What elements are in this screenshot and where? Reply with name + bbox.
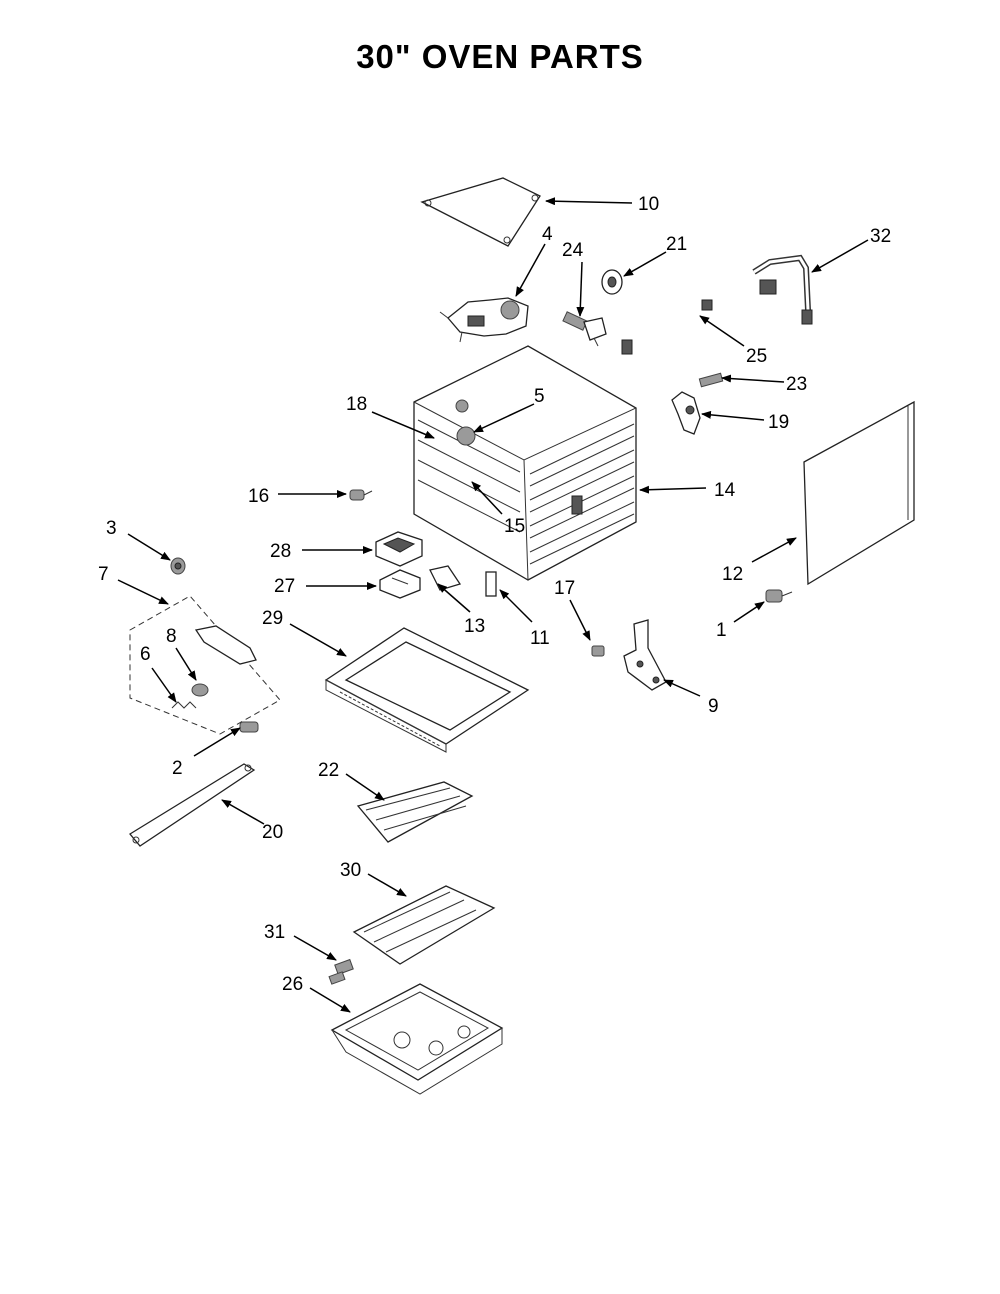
callout-23: 23 [786,374,807,395]
callout-29: 29 [262,608,283,629]
callout-25: 25 [746,346,767,367]
part-14-oven-cavity [413,345,637,581]
callout-16: 16 [248,486,269,507]
callout-30: 30 [340,860,361,881]
page-title: 30" OVEN PARTS [356,38,644,75]
callout-28: 28 [270,541,291,562]
part-7-back-panel [129,595,281,735]
part-28-box [375,531,423,567]
part-17-screw [591,645,605,657]
callout-11: 11 [530,628,550,649]
part-19-bracket [671,391,701,435]
callout-19: 19 [768,412,789,433]
callout-3: 3 [106,518,117,539]
part-1-screw [765,589,793,603]
callout-4: 4 [542,224,553,245]
part-9-hinge [623,619,667,691]
part-6-spring [171,701,197,709]
callout-6: 6 [140,644,151,665]
callout-7: 7 [98,564,109,585]
callout-12: 12 [722,564,743,585]
callout-5: 5 [534,386,545,407]
callout-1: 1 [716,620,727,641]
callout-8: 8 [166,626,177,647]
callout-13: 13 [464,616,485,637]
callout-31: 31 [264,922,285,943]
part-30-broil-burner [352,885,496,965]
callout-15: 15 [504,516,525,537]
part-2-screw [239,721,259,733]
callout-18: 18 [346,394,367,415]
callout-26: 26 [282,974,303,995]
part-13-bracket [429,565,462,591]
callout-21: 21 [666,234,687,255]
part-27-block [379,569,421,599]
part-29-tray [324,627,530,753]
part-4-valve-assembly [439,297,529,343]
part-12-panel [803,400,915,586]
callout-22: 22 [318,760,339,781]
part-11-clip [485,571,497,597]
callout-27: 27 [274,576,295,597]
callout-17: 17 [554,578,575,599]
part-3-knob [170,557,186,575]
part-31-clip [328,958,354,985]
part-26-bottom-pan [330,983,504,1095]
part-25-tube [621,299,713,355]
part-16-screw [349,489,373,501]
callout-20: 20 [262,822,283,843]
part-23-fitting [698,372,724,388]
part-32-tube [752,254,813,325]
callout-2: 2 [172,758,183,779]
part-20-rail [129,763,256,847]
part-21-cap [601,269,623,295]
callout-9: 9 [708,696,719,717]
callout-24: 24 [562,240,584,261]
callout-14: 14 [714,480,736,501]
callout-labels: 1 2 3 4 5 6 7 8 9 10 11 12 13 14 15 16 1… [98,194,891,995]
part-10-top-plate [420,177,541,247]
part-8-knob [191,683,209,697]
callout-32: 32 [870,226,891,247]
callout-10: 10 [638,194,659,215]
leader-lines [117,197,869,1013]
part-22-burner [356,781,474,843]
part-24-igniter [562,311,607,347]
